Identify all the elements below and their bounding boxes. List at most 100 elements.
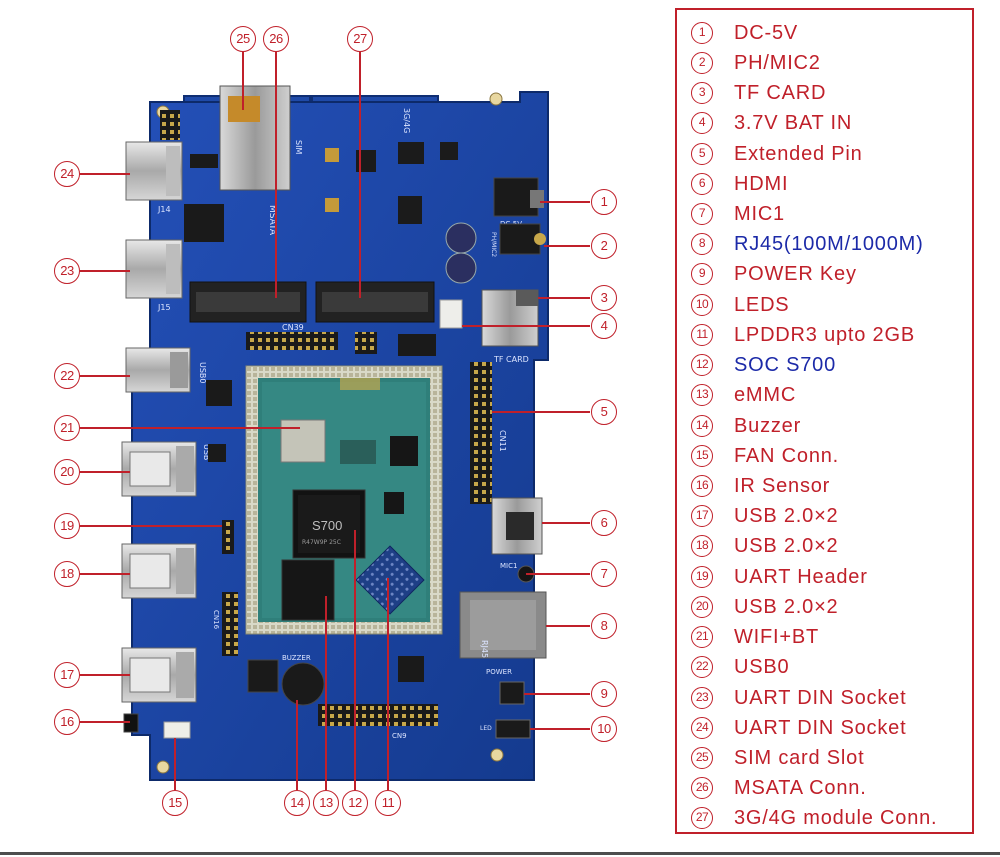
legend-number: 14 <box>691 415 713 437</box>
legend-label: POWER Key <box>734 262 857 285</box>
mounting-hole <box>490 748 504 762</box>
legend-label: WIFI+BT <box>734 625 820 648</box>
fan-connector <box>163 721 191 739</box>
power-key <box>499 681 525 705</box>
silk-cn9: CN9 <box>392 732 407 740</box>
callout-21: 21 <box>54 415 80 441</box>
legend-label: PH/MIC2 <box>734 51 821 74</box>
cn16-header <box>222 592 238 656</box>
cn9-header <box>318 704 438 726</box>
legend-number: 1 <box>691 22 713 44</box>
legend-number: 20 <box>691 596 713 618</box>
legend-number: 23 <box>691 687 713 709</box>
legend-number: 9 <box>691 263 713 285</box>
legend-number: 13 <box>691 384 713 406</box>
silk-phmic2: PH/MIC2 <box>490 232 497 257</box>
callout-6: 6 <box>591 510 617 536</box>
legend-item-10: 10 LEDS <box>691 291 789 319</box>
silk-cn39: CN39 <box>282 323 304 332</box>
silk-cn11: CN11 <box>498 430 507 452</box>
mounting-hole <box>489 92 503 106</box>
callout-24: 24 <box>54 161 80 187</box>
legend-number: 17 <box>691 505 713 527</box>
extended-pin-header <box>470 362 492 504</box>
legend-label: UART Header <box>734 565 868 588</box>
usb0-port <box>125 347 191 393</box>
callout-25: 25 <box>230 26 256 52</box>
legend-number: 10 <box>691 294 713 316</box>
legend-item-9: 9 POWER Key <box>691 260 857 288</box>
legend-number: 16 <box>691 475 713 497</box>
uart-din-socket-j15 <box>125 239 183 299</box>
cn39-header <box>246 332 338 350</box>
callout-9: 9 <box>591 681 617 707</box>
wifi-bt-chip <box>280 419 326 463</box>
soc-s700 <box>292 489 366 559</box>
leader-lines <box>80 52 590 790</box>
uart-header <box>222 520 234 554</box>
callout-7: 7 <box>591 561 617 587</box>
rj45-port <box>459 591 547 659</box>
callout-12: 12 <box>342 790 368 816</box>
legend-number: 11 <box>691 324 713 346</box>
callout-5: 5 <box>591 399 617 425</box>
silk-3g4g: 3G/4G <box>402 108 411 133</box>
callout-11: 11 <box>375 790 401 816</box>
usb-port-18 <box>121 543 197 599</box>
silk-j15: J15 <box>157 303 171 312</box>
legend-number: 26 <box>691 777 713 799</box>
sim-slot <box>219 85 291 191</box>
legend-label: RJ45(100M/1000M) <box>734 232 924 255</box>
legend-label: LEDS <box>734 293 790 316</box>
silk-cn16: CN16 <box>212 610 220 630</box>
legend-label: FAN Conn. <box>734 444 840 467</box>
legend-label: TF CARD <box>734 81 827 104</box>
callout-16: 16 <box>54 709 80 735</box>
silk-sim: SIM <box>294 140 303 154</box>
capacitor <box>445 222 477 254</box>
usb-port-17 <box>121 647 197 703</box>
callout-20: 20 <box>54 459 80 485</box>
legend-number: 7 <box>691 203 713 225</box>
tf-card-slot <box>481 289 539 347</box>
legend-item-1: 1 DC-5V <box>691 19 798 47</box>
leds <box>495 719 531 739</box>
legend-number: 22 <box>691 656 713 678</box>
bat-in-connector <box>439 299 463 329</box>
bottom-divider <box>0 852 1000 855</box>
silk-msata: MSATA <box>267 205 277 236</box>
callout-13: 13 <box>313 790 339 816</box>
soc-mark: S700 <box>312 518 342 533</box>
callout-15: 15 <box>162 790 188 816</box>
legend-label: SOC S700 <box>734 353 837 376</box>
callout-22: 22 <box>54 363 80 389</box>
callout-2: 2 <box>591 233 617 259</box>
legend-label: Buzzer <box>734 414 802 437</box>
legend-number: 19 <box>691 566 713 588</box>
legend-number: 8 <box>691 233 713 255</box>
legend-label: UART DIN Socket <box>734 716 907 739</box>
silk-rj45: RJ45 <box>480 640 489 658</box>
callout-26: 26 <box>263 26 289 52</box>
legend-label: USB 2.0×2 <box>734 504 839 527</box>
legend-label: MSATA Conn. <box>734 776 867 799</box>
legend-label: DC-5V <box>734 21 799 44</box>
